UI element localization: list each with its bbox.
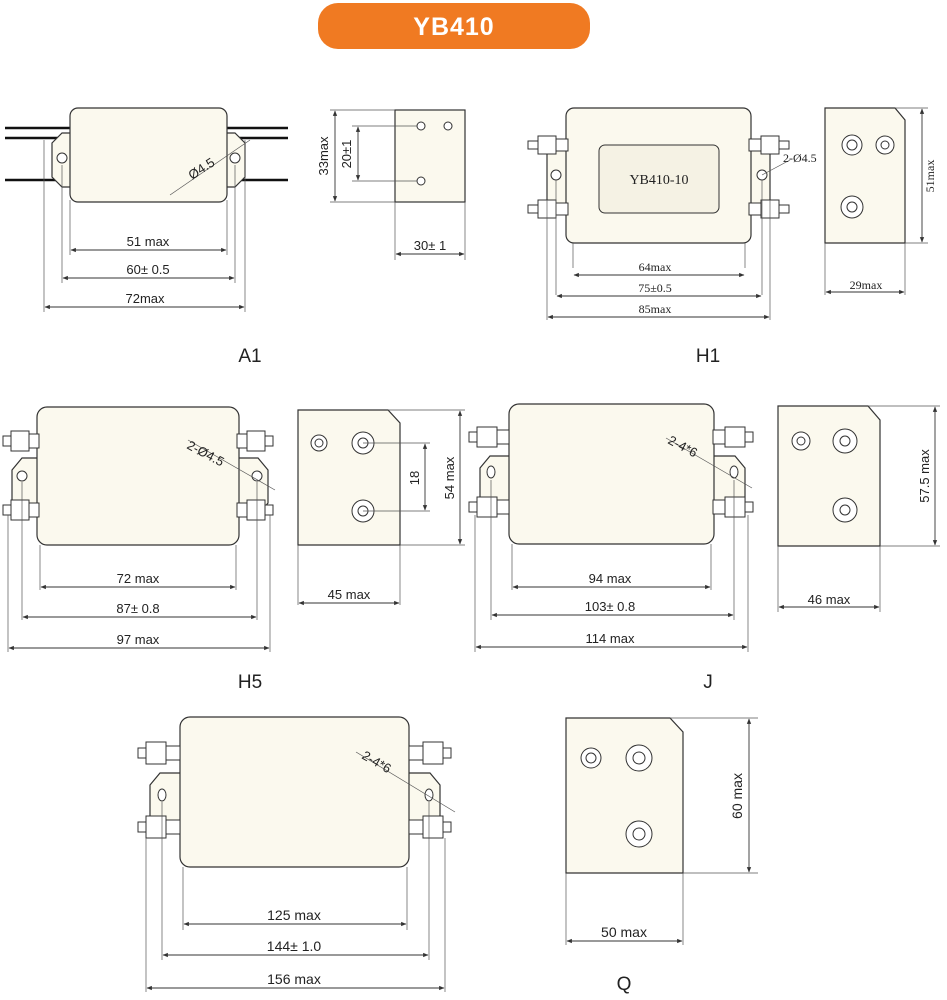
h1-dim-85: 85max — [639, 302, 672, 316]
h5-side-body — [297, 409, 401, 546]
a1-side-height: 33max — [316, 136, 331, 176]
model-j-side-view: 57.5 max 46 max — [777, 405, 940, 612]
model-label-j: J — [703, 672, 713, 693]
h5-dim-87: 87± 0.8 — [116, 601, 159, 616]
h5-terminals — [2, 430, 274, 521]
model-h5-side-view: 54 max 18 45 max — [297, 409, 465, 606]
model-a1-front-view: Ø4.5 51 max 60± 0.5 72max — [5, 107, 288, 312]
a1-side-terminal — [416, 176, 426, 186]
model-a1-side-view: 33max 20±1 30± 1 — [316, 109, 466, 260]
h1-hole-callout: 2-Ø4.5 — [783, 151, 817, 165]
title-banner: YB410 — [318, 3, 590, 49]
a1-side-spacing: 20±1 — [339, 140, 354, 169]
a1-side-terminal — [443, 121, 453, 131]
model-label-h1: H1 — [696, 346, 720, 367]
model-label-a1: A1 — [238, 346, 261, 367]
model-q-front-view: 2-4*6 125 max 144± 1.0 156 max — [137, 716, 456, 992]
h1-side-height: 51max — [923, 160, 937, 193]
model-label-h5: H5 — [238, 672, 262, 693]
a1-side-width: 30± 1 — [414, 238, 446, 253]
j-side-width: 46 max — [808, 592, 851, 607]
j-side-height: 57.5 max — [917, 449, 932, 503]
a1-dim-51: 51 max — [127, 234, 170, 249]
model-j-front-view: 2-4*6 94 max 103± 0.8 114 max — [468, 403, 754, 652]
j-side-body — [777, 405, 881, 547]
q-side-width: 50 max — [601, 924, 647, 940]
model-h5-front-view: 2-Ø4.5 72 max 87± 0.8 97 max — [2, 406, 276, 652]
h5-dim-97: 97 max — [117, 632, 160, 647]
q-body — [179, 716, 410, 868]
q-terminals — [137, 741, 452, 839]
a1-right-mount-hole — [229, 152, 241, 164]
j-dim-114: 114 max — [586, 631, 635, 646]
h5-body — [36, 406, 240, 546]
q-side-height: 60 max — [729, 773, 745, 819]
model-label-q: Q — [617, 974, 632, 995]
j-dim-94: 94 max — [589, 571, 632, 586]
a1-side-terminal — [416, 121, 426, 131]
q-dim-156: 156 max — [267, 971, 321, 987]
h5-dim-72: 72 max — [117, 571, 160, 586]
model-h1-front-view: YB410-10 2-Ø4.5 64max 75±0.5 85max — [527, 107, 817, 320]
h1-dim-75: 75±0.5 — [638, 281, 672, 295]
a1-dim-72: 72max — [125, 291, 165, 306]
j-terminals — [468, 426, 754, 518]
h1-terminals — [527, 135, 790, 219]
j-dim-103: 103± 0.8 — [585, 599, 636, 614]
h5-side-spacing: 18 — [407, 471, 422, 485]
a1-body — [69, 107, 228, 203]
h5-side-width: 45 max — [328, 587, 371, 602]
h1-dim-64: 64max — [639, 260, 672, 274]
q-dim-125: 125 max — [267, 907, 321, 923]
a1-dim-60: 60± 0.5 — [126, 262, 169, 277]
h1-side-body — [824, 107, 906, 244]
h5-side-height: 54 max — [442, 456, 457, 499]
a1-left-mount-hole — [56, 152, 68, 164]
model-q-side-view: 60 max 50 max — [565, 717, 758, 945]
a1-side-body — [394, 109, 466, 203]
page-title: YB410 — [413, 13, 494, 41]
j-body — [508, 403, 715, 545]
h1-side-width: 29max — [850, 278, 883, 292]
a1-hole-leader — [169, 139, 251, 196]
banner-background — [318, 3, 590, 49]
h1-nameplate-text: YB410-10 — [629, 173, 688, 188]
q-dim-144: 144± 1.0 — [267, 938, 322, 954]
q-side-body — [565, 717, 684, 874]
a1-extension-lines — [43, 140, 246, 312]
h1-nameplate — [598, 144, 720, 214]
model-h1-side-view: 51max 29max — [824, 107, 937, 295]
